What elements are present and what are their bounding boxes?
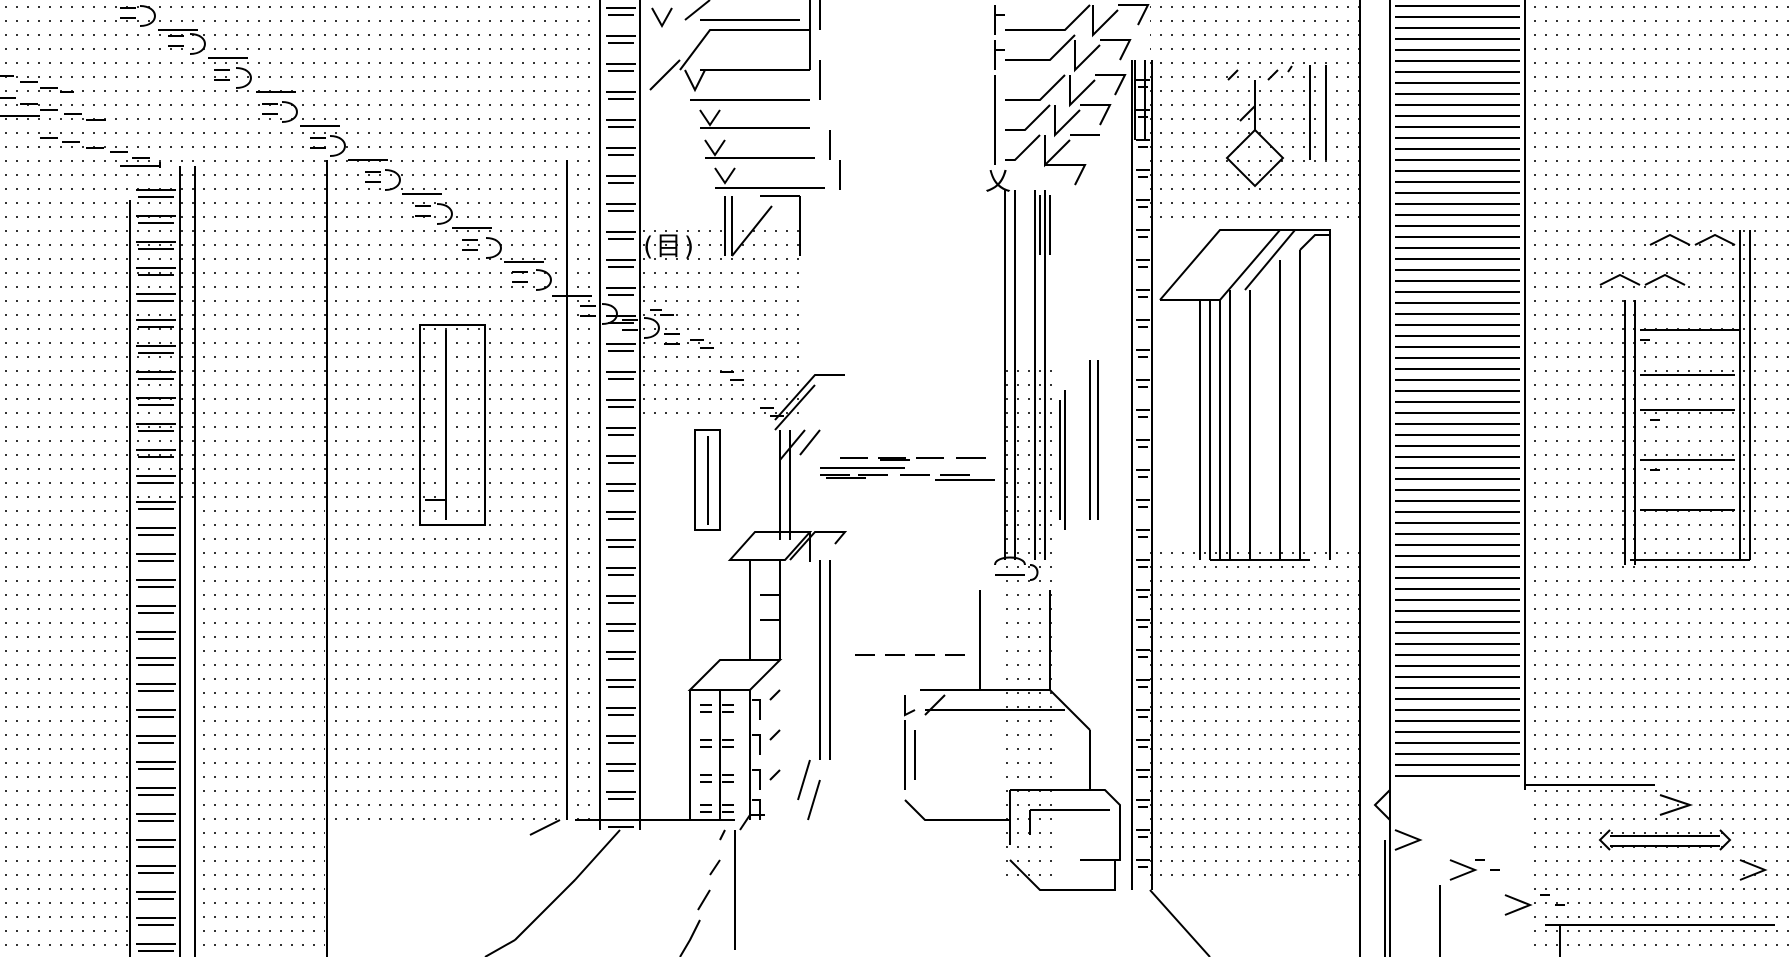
roof-hook-icon-12 [664,333,680,345]
top-sign-area [649,0,841,417]
roof-hook-icon-6 [365,169,442,195]
center-right-poles [1004,190,1099,560]
roof-hook-icon-1 [120,5,198,31]
chevron-right-icon [1659,794,1694,816]
roof-edges [120,5,680,345]
roof-dash-4 [120,162,161,168]
roof-hook-icon-4 [262,101,340,127]
roof-hook-icon-7 [415,203,492,229]
roof-hook-icon-10 [580,303,618,325]
far-right-dots [1530,0,1792,957]
roof-hook-icon-2 [168,33,248,59]
roof-dash-2 [0,97,106,121]
roof-hook-icon-11 [622,317,660,339]
street-perspective [484,814,765,957]
left-lower-dots [0,500,130,957]
left-roofline [0,75,161,168]
ladder-rungs [136,189,176,952]
bottom-right-brackets [1373,784,1775,957]
center-left-dots [330,170,600,820]
top-right-stairs [994,4,1150,255]
center-ladder-column [599,0,641,830]
roof-hook-icon-8 [462,237,544,263]
left-ladder-column [129,166,196,957]
roof-dash-3 [0,115,150,159]
stacked-box-tower [687,531,848,821]
kanji-mark: 乂 [985,167,1011,197]
dashed-street-lines [820,457,986,656]
booth-hook-icon [994,556,1039,581]
shop-awning [1159,229,1331,561]
slatted-building [1359,0,1526,957]
gate-stairs [774,374,995,540]
booth [904,556,1121,891]
far-right-building [1599,230,1751,565]
chevron-shapes [651,0,821,30]
chevron-left-icon [1373,789,1391,821]
roof-hook-icon-3 [214,67,296,93]
left-mid-dots [195,170,325,957]
right-center-ladder [1131,60,1153,890]
sign-label: (目) [640,232,697,262]
right-wall-dots-lower [1150,540,1360,880]
roof-dash-1 [0,75,74,93]
building-edges [326,160,568,957]
diamond-sign [1225,65,1327,188]
narrow-window [694,429,721,531]
lower-street-edge [529,819,1211,957]
roof-hook-icon-9 [512,269,592,297]
tall-window [419,324,486,526]
stair-street-dots [640,230,800,420]
roof-hook-icon-5 [310,135,388,161]
